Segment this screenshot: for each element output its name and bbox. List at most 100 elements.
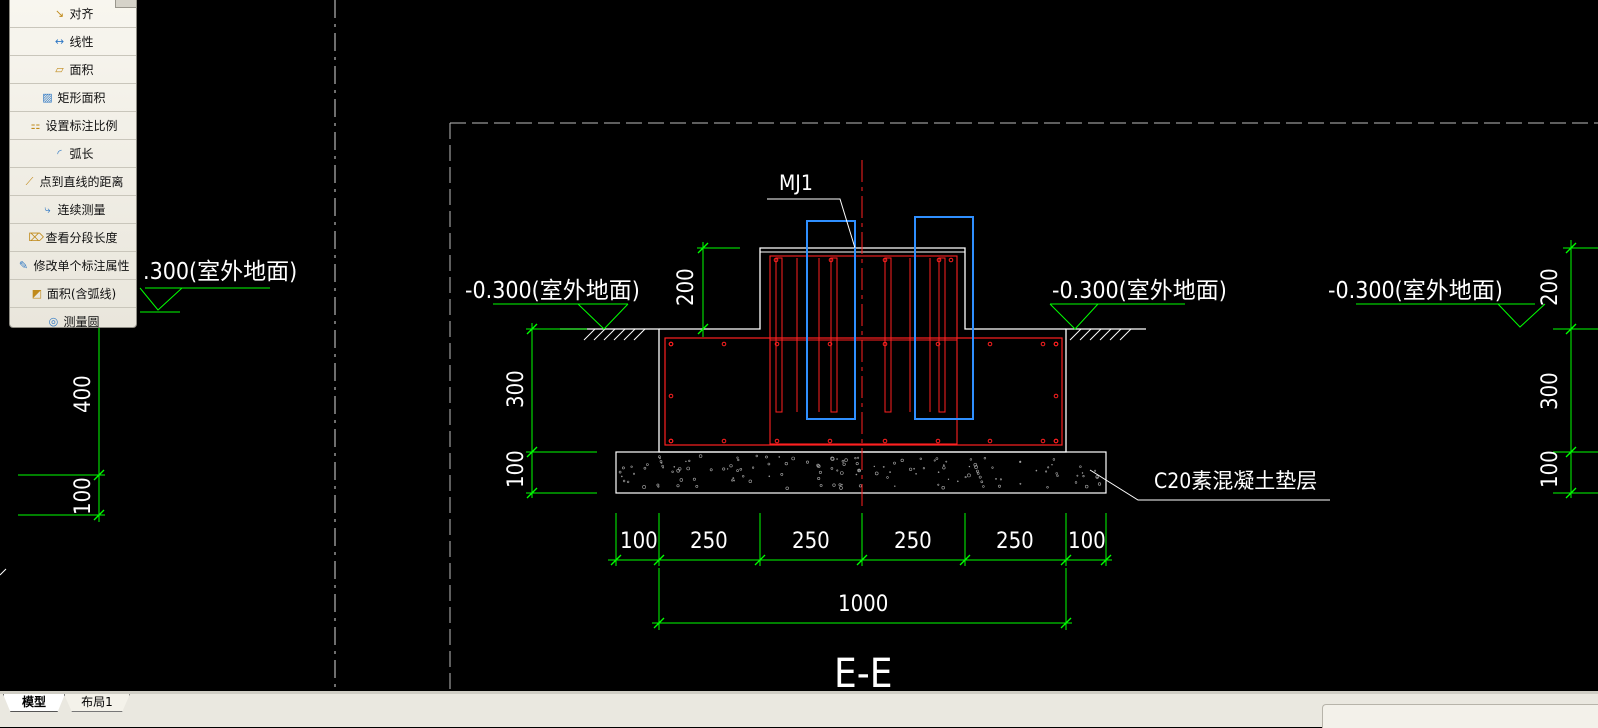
pad-speckle — [980, 480, 984, 484]
align-dimension-icon: ↘ — [54, 6, 65, 20]
rebar-dot — [774, 438, 780, 444]
point-line-distance-icon: ⟋ — [25, 174, 34, 188]
pad-speckle — [819, 484, 823, 487]
horizontal-scroll-track[interactable] — [0, 691, 1598, 694]
pad-speckle — [1056, 474, 1059, 477]
pad-speckle — [692, 477, 696, 481]
pad-speckle — [622, 479, 626, 483]
pad-speckle — [816, 463, 820, 468]
pad-speckle — [729, 464, 733, 468]
rebar-dot — [668, 393, 674, 399]
pad-speckle — [995, 477, 997, 480]
dim-ticks-h — [610, 554, 1112, 629]
pad-speckle — [976, 472, 980, 475]
pad-speckle — [935, 457, 939, 460]
pad-speckle — [741, 475, 745, 478]
pad-speckle — [839, 486, 843, 490]
pedestal-rebar-cage — [769, 255, 958, 445]
pad-speckle — [893, 461, 896, 465]
vertical-dimensions — [526, 242, 740, 498]
pad-speckle — [956, 480, 959, 483]
status-tray[interactable] — [1322, 704, 1598, 728]
pad-speckle — [686, 466, 691, 471]
pad-speckle — [1047, 466, 1050, 469]
section-title: E-E — [834, 651, 892, 697]
dim-right-100: 100 — [1538, 450, 1563, 488]
horizontal-dimensions — [608, 513, 1112, 630]
tool-item[interactable]: ⤷连续测量 — [10, 196, 136, 224]
tool-item-label: 线性 — [69, 35, 94, 49]
tool-item[interactable]: ↘对齐 — [10, 0, 136, 28]
panel-collapse-tab[interactable] — [115, 0, 137, 8]
dim-v-pedestal: 200 — [674, 268, 699, 306]
footing-outline — [560, 328, 1146, 453]
rebar-dot — [1040, 341, 1046, 347]
dim-h-2: 250 — [792, 529, 830, 554]
pad-speckle — [1019, 460, 1022, 464]
rebar-dot — [827, 341, 833, 347]
pad-speckle — [841, 459, 845, 463]
tool-item[interactable]: ▨矩形面积 — [10, 84, 136, 112]
level-label-right: -0.300(室外地面) — [1328, 278, 1503, 304]
rebar-dot — [936, 257, 942, 263]
pad-speckle — [900, 458, 904, 463]
tab-layout1[interactable]: 布局1 — [64, 694, 130, 712]
tool-item-label: 点到直线的距离 — [39, 175, 124, 189]
pad-speckle — [1082, 475, 1085, 478]
tool-item[interactable]: ◎测量圆 — [10, 308, 136, 335]
pad-speckle — [882, 465, 885, 468]
pad-speckle — [748, 479, 752, 483]
tab-model[interactable]: 模型 — [3, 694, 65, 712]
rebar-dot — [773, 257, 779, 263]
tool-item[interactable]: ⌦查看分段长度 — [10, 224, 136, 252]
tool-item[interactable]: ▱面积 — [10, 56, 136, 84]
pad-speckle — [976, 469, 979, 473]
pad-speckle — [662, 466, 664, 469]
tool-item-label: 查看分段长度 — [45, 231, 118, 245]
pad-speckle — [733, 479, 736, 482]
pad-speckle — [685, 460, 687, 463]
tool-item[interactable]: ⚏设置标注比例 — [10, 112, 136, 140]
measure-circle-icon: ◎ — [48, 314, 59, 328]
drawing-canvas[interactable]: MJ1 C20素混凝土垫层 -0.300(室外地面) -0.300(室外地面) … — [0, 0, 1598, 707]
tool-item[interactable]: ◜弧长 — [10, 140, 136, 168]
pad-speckle — [974, 465, 978, 469]
edit-dim-icon: ✎ — [18, 258, 29, 272]
tool-list: ↘对齐 ↔ 线性 ▱面积▨矩形面积⚏设置标注比例◜弧长 ⟋ 点到直线的距离 ⤷连续测量⌦查看… — [10, 0, 136, 335]
pad-speckle — [855, 473, 858, 476]
pad-speckle — [839, 471, 844, 475]
pad-speckle — [688, 459, 691, 463]
tool-item-label: 修改单个标注属性 — [33, 259, 130, 273]
pad-speckle — [765, 455, 768, 459]
rebar-dot — [882, 438, 888, 444]
pad-speckle — [947, 478, 950, 480]
pad-speckle — [1052, 458, 1056, 461]
tool-item-label: 面积 — [69, 63, 94, 77]
ground-hatch — [583, 328, 1132, 341]
pad-speckle — [751, 466, 755, 469]
pad-speckle — [908, 467, 913, 471]
rebar-dot — [935, 341, 941, 347]
dim-right-300: 300 — [1538, 372, 1563, 410]
rebar-dot — [827, 438, 833, 444]
pad-speckle — [722, 467, 726, 471]
pad-speckle — [830, 467, 834, 470]
pad-speckle — [832, 483, 836, 487]
pad-speckle — [695, 484, 699, 488]
rebar-dot — [1053, 393, 1059, 399]
pad-speckle — [1045, 470, 1048, 473]
tool-item[interactable]: ↔ 线性 — [10, 28, 136, 56]
tool-item[interactable]: ⟋ 点到直线的距离 — [10, 168, 136, 196]
dim-scale-icon: ⚏ — [30, 118, 41, 132]
pad-speckle — [968, 465, 971, 468]
pad-speckle — [620, 475, 623, 478]
pad-speckle — [967, 473, 971, 478]
pad-speckle — [941, 486, 945, 490]
tool-item[interactable]: ◩面积(含弧线) — [10, 280, 136, 308]
pad-speckle — [626, 480, 630, 484]
pad-speckle — [919, 457, 922, 460]
pad-speckle — [1097, 482, 1102, 486]
linear-dimension-icon: ↔ — [54, 34, 65, 48]
tool-item[interactable]: ✎ 修改单个标注属性 — [10, 252, 136, 280]
pad-speckle — [780, 472, 784, 476]
